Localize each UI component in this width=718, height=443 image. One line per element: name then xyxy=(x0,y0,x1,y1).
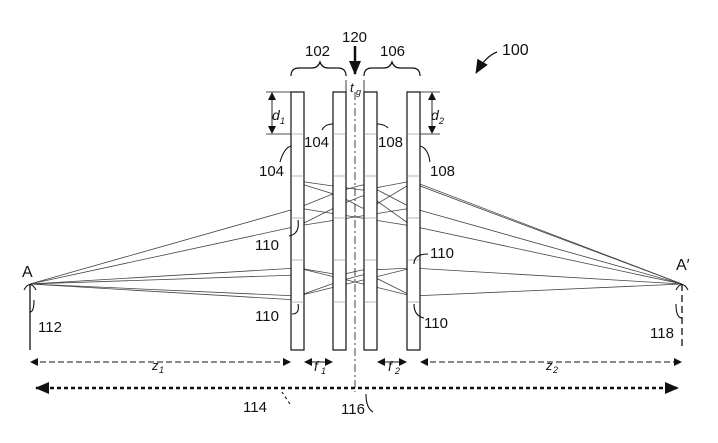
label-110-d: 110 xyxy=(424,315,448,332)
label-tg: t g xyxy=(350,80,361,97)
svg-text:1: 1 xyxy=(280,116,285,126)
svg-text:2: 2 xyxy=(438,116,444,126)
label-112: 112 xyxy=(38,319,62,336)
svg-text:z: z xyxy=(545,358,553,373)
label-108-a: 108 xyxy=(378,134,403,151)
svg-text:1: 1 xyxy=(321,366,326,376)
label-100: 100 xyxy=(502,42,529,59)
label-110-c: 110 xyxy=(255,308,279,325)
label-f2: f 2 xyxy=(388,358,400,376)
svg-text:g: g xyxy=(356,87,361,97)
svg-text:2: 2 xyxy=(552,365,558,375)
label-104-a: 104 xyxy=(259,163,284,180)
label-f1: f 1 xyxy=(314,358,326,376)
light-rays xyxy=(29,180,683,301)
label-110-a: 110 xyxy=(255,237,279,254)
label-d2: d 2 xyxy=(431,107,444,126)
svg-text:2: 2 xyxy=(394,366,400,376)
svg-text:f: f xyxy=(388,358,394,374)
label-110-b: 110 xyxy=(430,245,454,262)
label-118: 118 xyxy=(650,325,674,342)
lens-plate-4 xyxy=(406,91,421,351)
svg-text:f: f xyxy=(314,358,320,374)
arrow-100 xyxy=(475,51,498,74)
label-z2: z 2 xyxy=(545,358,558,375)
label-point-a: A xyxy=(22,264,33,281)
label-z1: z 1 xyxy=(151,358,164,375)
bracket-106 xyxy=(363,60,421,77)
label-114: 114 xyxy=(243,399,267,416)
label-106: 106 xyxy=(380,43,405,60)
lens-plate-1 xyxy=(290,91,305,351)
lens-divisions xyxy=(291,133,420,303)
label-d1: d 1 xyxy=(272,107,285,126)
label-point-a-prime: A′ xyxy=(676,257,690,274)
lens-plate-3 xyxy=(363,91,378,351)
label-116: 116 xyxy=(341,401,365,418)
svg-text:1: 1 xyxy=(159,365,164,375)
lead-lines xyxy=(29,123,683,413)
lens-plate-2 xyxy=(332,91,347,351)
label-120: 120 xyxy=(342,29,367,46)
svg-text:d: d xyxy=(272,107,281,123)
label-108-b: 108 xyxy=(430,163,455,180)
svg-text:d: d xyxy=(431,107,440,123)
point-a-arc xyxy=(23,283,37,291)
point-a-prime-arc xyxy=(675,283,689,291)
label-102: 102 xyxy=(305,43,330,60)
lens-array-102 xyxy=(290,91,347,351)
lens-array-106 xyxy=(363,91,421,351)
bracket-102 xyxy=(290,60,347,77)
svg-text:t: t xyxy=(350,80,355,95)
label-104-b: 104 xyxy=(304,134,329,151)
svg-text:z: z xyxy=(151,358,159,373)
